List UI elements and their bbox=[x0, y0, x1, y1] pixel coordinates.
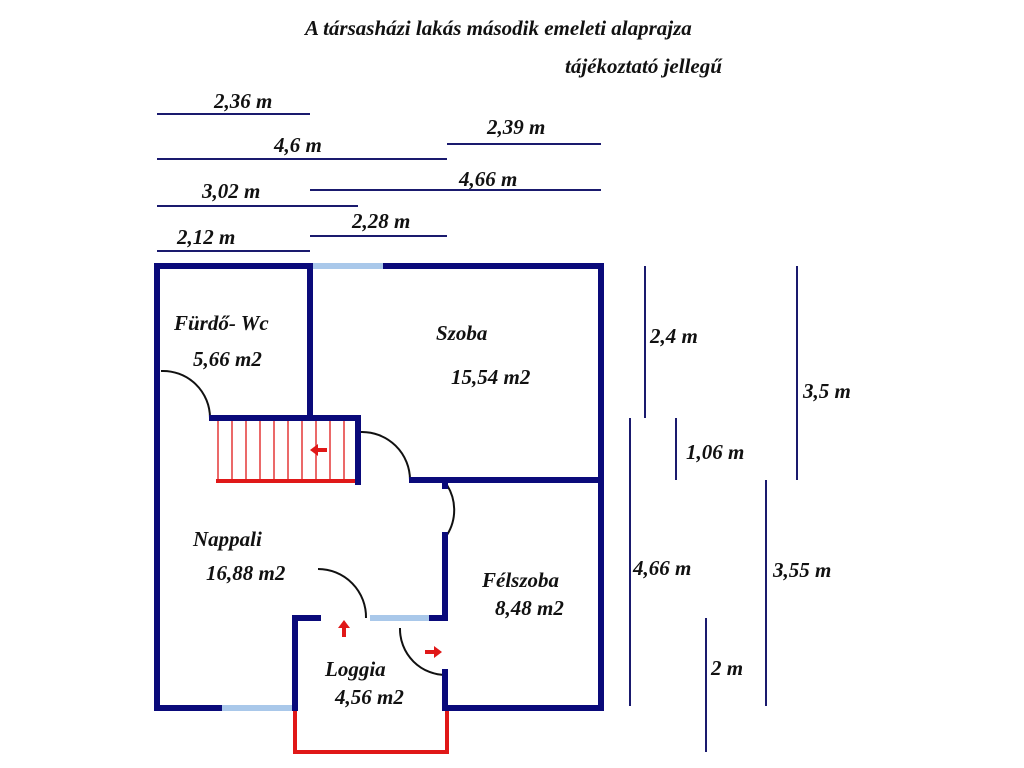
room-area-loggia: 4,56 m2 bbox=[334, 685, 404, 709]
right-dimension-lines bbox=[629, 266, 798, 752]
dim-label: 1,06 m bbox=[686, 440, 744, 464]
door-bathroom bbox=[160, 369, 212, 419]
room-name-furdo: Fürdő- Wc bbox=[173, 311, 269, 335]
room-name-felszoba: Félszoba bbox=[481, 568, 559, 592]
dim-label: 2,4 m bbox=[649, 324, 698, 348]
dim-label: 2,28 m bbox=[351, 209, 410, 233]
top-dimension-lines bbox=[157, 113, 601, 252]
walls bbox=[154, 263, 604, 711]
dim-label: 3,55 m bbox=[772, 558, 831, 582]
room-name-loggia: Loggia bbox=[324, 657, 386, 681]
door-loggia-felszoba bbox=[398, 627, 448, 677]
room-name-nappali: Nappali bbox=[192, 527, 262, 551]
door-felszoba bbox=[446, 484, 456, 536]
room-area-felszoba: 8,48 m2 bbox=[495, 596, 564, 620]
dim-label: 3,02 m bbox=[201, 179, 260, 203]
dim-label: 4,66 m bbox=[632, 556, 691, 580]
title-line-1: A társasházi lakás második emeleti alapr… bbox=[303, 16, 692, 40]
door-szoba bbox=[360, 430, 411, 481]
loggia-railing bbox=[293, 706, 449, 754]
arrow-right-icon bbox=[425, 646, 442, 658]
dim-label: 3,5 m bbox=[802, 379, 851, 403]
dim-label: 2,12 m bbox=[176, 225, 235, 249]
door-loggia bbox=[317, 568, 368, 619]
dim-label: 4,66 m bbox=[458, 167, 517, 191]
dim-label: 2,39 m bbox=[486, 115, 545, 139]
room-area-nappali: 16,88 m2 bbox=[206, 561, 286, 585]
dim-label: 4,6 m bbox=[273, 133, 322, 157]
arrow-left-icon bbox=[310, 444, 327, 456]
dim-label: 2,36 m bbox=[213, 89, 272, 113]
room-area-szoba: 15,54 m2 bbox=[451, 365, 531, 389]
arrows bbox=[310, 444, 442, 658]
dim-label: 2 m bbox=[710, 656, 743, 680]
staircase bbox=[216, 420, 449, 754]
room-name-szoba: Szoba bbox=[436, 321, 487, 345]
arrow-up-icon bbox=[338, 620, 350, 637]
windows bbox=[219, 263, 432, 711]
title-line-2: tájékoztató jellegű bbox=[565, 54, 723, 78]
doors bbox=[160, 369, 456, 677]
room-area-furdo: 5,66 m2 bbox=[193, 347, 262, 371]
